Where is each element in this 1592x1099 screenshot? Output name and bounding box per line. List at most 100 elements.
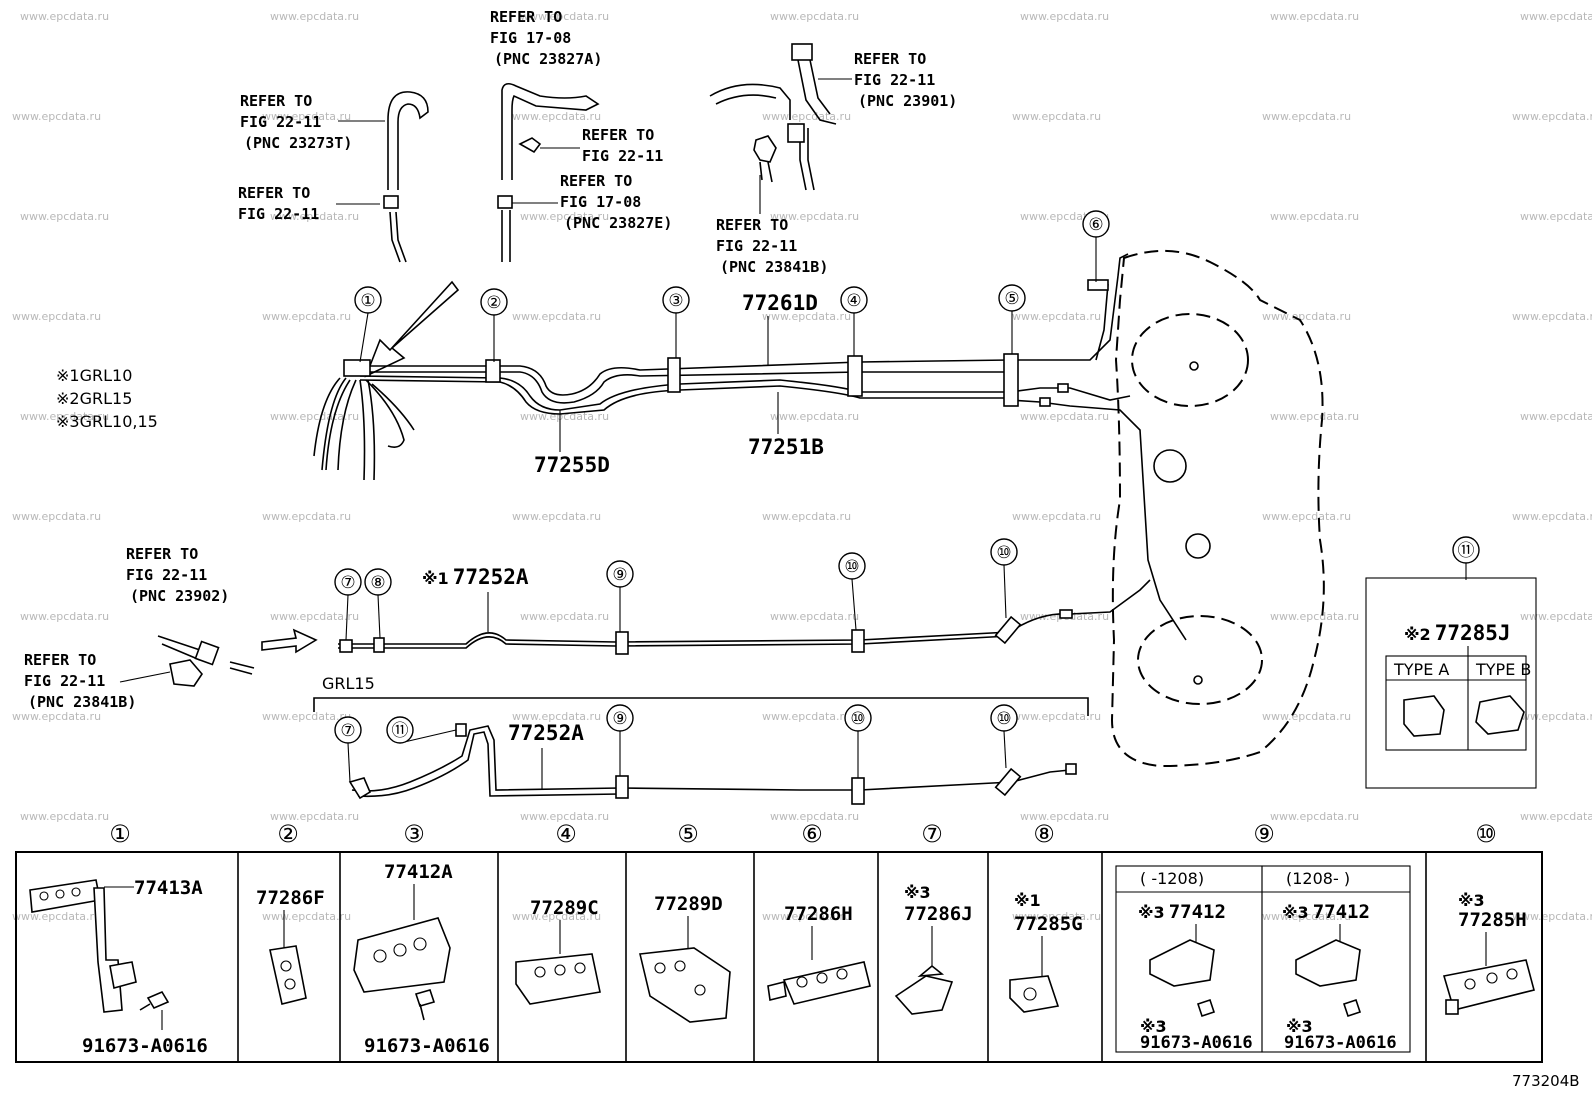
svg-text:77286F: 77286F — [256, 887, 325, 909]
watermark: www.epcdata.ru — [520, 410, 609, 423]
svg-text:※2GRL15: ※2GRL15 — [56, 389, 132, 408]
callout-number: ② — [486, 293, 501, 313]
watermarks: www.epcdata.ru www.epcdata.ru www.epcdata.… — [12, 10, 1592, 923]
watermark: www.epcdata.ru — [512, 910, 601, 923]
watermark: www.epcdata.ru — [270, 410, 359, 423]
refer-label-9: REFER TO FIG 22-11 (PNC 23841B) — [24, 651, 171, 711]
watermark: www.epcdata.ru — [762, 110, 851, 123]
callout-number: ⑨ — [612, 565, 627, 585]
hose-23827A — [497, 82, 600, 262]
svg-text:(PNC 23827E): (PNC 23827E) — [564, 214, 672, 232]
svg-text:FIG 22-11: FIG 22-11 — [582, 147, 663, 165]
svg-text:FIG 22-11: FIG 22-11 — [854, 71, 935, 89]
svg-text:(PNC 23841B): (PNC 23841B) — [28, 693, 136, 711]
watermark: www.epcdata.ru — [1270, 410, 1359, 423]
watermark: www.epcdata.ru — [270, 610, 359, 623]
cell-3-77412A: 77412A 91673-A0616 — [353, 861, 490, 1057]
watermark: www.epcdata.ru — [1012, 310, 1101, 323]
callout-number: ⑩ — [996, 543, 1011, 563]
hose-23273T — [383, 91, 429, 263]
svg-text:REFER TO: REFER TO — [582, 126, 654, 144]
watermark: www.epcdata.ru — [1512, 910, 1592, 923]
svg-text:77286H: 77286H — [784, 903, 853, 925]
watermark: www.epcdata.ru — [1270, 810, 1359, 823]
watermark: www.epcdata.ru — [1262, 710, 1351, 723]
watermark: www.epcdata.ru — [1262, 110, 1351, 123]
svg-text:( -1208): ( -1208) — [1140, 869, 1204, 888]
svg-text:77252A: 77252A — [508, 721, 584, 745]
svg-text:※3: ※3 — [1286, 1017, 1313, 1036]
callout-number: ⑪ — [1458, 541, 1475, 561]
main-line-clamps — [343, 279, 1109, 407]
callout-number: ⑨ — [612, 709, 627, 729]
svg-text:(PNC 23901): (PNC 23901) — [858, 92, 957, 110]
watermark: www.epcdata.ru — [1520, 10, 1592, 23]
watermark: www.epcdata.ru — [12, 110, 101, 123]
type-a-label: TYPE A — [1393, 660, 1449, 679]
watermark: www.epcdata.ru — [1262, 910, 1351, 923]
watermark: www.epcdata.ru — [1520, 610, 1592, 623]
watermark: www.epcdata.ru — [762, 910, 851, 923]
svg-text:77285H: 77285H — [1458, 909, 1527, 931]
watermark: www.epcdata.ru — [1270, 610, 1359, 623]
watermark: www.epcdata.ru — [12, 510, 101, 523]
watermark: www.epcdata.ru — [1270, 210, 1359, 223]
watermark: www.epcdata.ru — [1520, 210, 1592, 223]
rear-line-lower-label: 77252A — [508, 721, 584, 790]
callout-number: ⑤ — [1004, 289, 1019, 309]
watermark: www.epcdata.ru — [770, 10, 859, 23]
watermark: www.epcdata.ru — [1512, 710, 1592, 723]
refer-label-2: REFER TO FIG 22-11 — [238, 184, 380, 223]
callout-number: ④ — [846, 291, 861, 311]
watermark: www.epcdata.ru — [270, 810, 359, 823]
watermark: www.epcdata.ru — [1262, 310, 1351, 323]
watermark: www.epcdata.ru — [20, 410, 109, 423]
svg-text:※3: ※3 — [904, 883, 931, 902]
watermark: www.epcdata.ru — [262, 910, 351, 923]
rear-line-lower — [348, 723, 1077, 805]
svg-text:91673-A0616: 91673-A0616 — [1284, 1033, 1397, 1053]
svg-text:(PNC 23902): (PNC 23902) — [130, 587, 229, 605]
watermark: www.epcdata.ru — [512, 110, 601, 123]
table-callout: ① — [109, 820, 131, 848]
watermark: www.epcdata.ru — [1520, 810, 1592, 823]
watermark: www.epcdata.ru — [12, 710, 101, 723]
fuel-tank-outline — [1110, 249, 1325, 768]
svg-text:FIG 22-11: FIG 22-11 — [24, 672, 105, 690]
callout-number: ⑦ — [340, 721, 355, 741]
refer-label-4: REFER TO FIG 22-11 — [540, 126, 663, 165]
refer-label-3: REFER TO FIG 17-08 (PNC 23827A) — [490, 8, 602, 68]
cell-7-77286J: ※3 77286J — [894, 883, 973, 1015]
svg-text:REFER TO: REFER TO — [24, 651, 96, 669]
svg-text:(PNC 23841B): (PNC 23841B) — [720, 258, 828, 276]
svg-text:91673-A0616: 91673-A0616 — [1140, 1033, 1253, 1053]
svg-text:91673-A0616: 91673-A0616 — [82, 1035, 208, 1057]
svg-text:※3: ※3 — [1140, 1017, 1167, 1036]
watermark: www.epcdata.ru — [1512, 310, 1592, 323]
watermark: www.epcdata.ru — [520, 810, 609, 823]
watermark: www.epcdata.ru — [520, 210, 609, 223]
watermark: www.epcdata.ru — [1020, 810, 1109, 823]
cell-2-77286F: 77286F — [256, 887, 325, 1005]
refer-label-5: REFER TO FIG 17-08 (PNC 23827E) — [508, 172, 672, 232]
svg-text:77289D: 77289D — [654, 893, 723, 915]
watermark: www.epcdata.ru — [12, 910, 101, 923]
cell-5-77289D: 77289D — [639, 893, 731, 1023]
callout-number: ① — [360, 291, 375, 311]
svg-text:91673-A0616: 91673-A0616 — [364, 1035, 490, 1057]
watermark: www.epcdata.ru — [20, 10, 109, 23]
callout-number: ⑦ — [340, 573, 355, 593]
refer-label-8: REFER TO FIG 22-11 (PNC 23902) — [126, 545, 229, 605]
svg-text:REFER TO: REFER TO — [240, 92, 312, 110]
type-b-label: TYPE B — [1475, 660, 1531, 679]
bottom-parts-table — [15, 851, 1543, 1063]
svg-text:(PNC 23273T): (PNC 23273T) — [244, 134, 352, 152]
watermark: www.epcdata.ru — [520, 10, 609, 23]
watermark: www.epcdata.ru — [1020, 410, 1109, 423]
table-callout: ⑧ — [1033, 820, 1055, 848]
